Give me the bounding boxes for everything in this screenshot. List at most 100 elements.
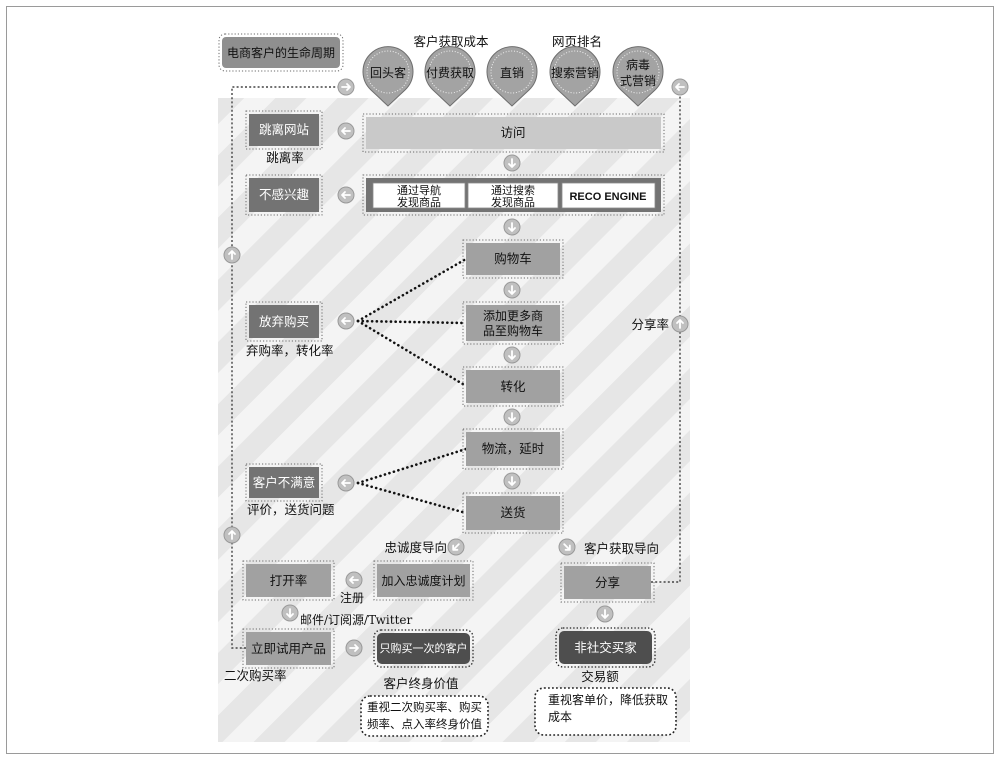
arrow-down-icon bbox=[503, 472, 521, 490]
logistics-step: 物流，延时 bbox=[462, 428, 564, 470]
cart-label: 购物车 bbox=[494, 251, 532, 266]
channel-label: 付费获取 bbox=[426, 66, 474, 80]
add-more-step: 添加更多商 品至购物车 bbox=[462, 301, 564, 345]
channel-label: 搜索营销 bbox=[551, 65, 599, 80]
join-loyalty-label: 加入忠诚度计划 bbox=[381, 573, 465, 588]
loyalty-focus-note: 重视二次购买率、购买 频率、点入率终身价值 bbox=[360, 695, 489, 737]
arrow-left-icon bbox=[345, 571, 363, 589]
one-time-customer-box: 只购买一次的客户 bbox=[373, 629, 474, 668]
arrow-up-icon bbox=[223, 246, 241, 264]
dissatisfied-connectors bbox=[356, 447, 468, 515]
bounce-box: 跳离网站 bbox=[245, 110, 323, 150]
arrow-down-icon bbox=[503, 346, 521, 364]
arrow-up-icon bbox=[671, 315, 689, 333]
abandon-label: 放弃购买 bbox=[259, 314, 309, 329]
arrow-right-icon bbox=[337, 78, 355, 96]
diagram-title-tag: 电商客户的生命周期 bbox=[218, 33, 344, 72]
loyalty-focus-line-1: 重视二次购买率、购买 bbox=[367, 700, 482, 714]
share-loop-line bbox=[651, 95, 681, 583]
bounce-rate-label: 跳离率 bbox=[266, 150, 304, 165]
share-rate-label: 分享率 bbox=[631, 317, 669, 332]
acquisition-focus-line-1: 重视客单价，降低获取 bbox=[548, 692, 668, 707]
try-product-box: 立即试用产品 bbox=[242, 628, 335, 669]
share-box: 分享 bbox=[560, 562, 655, 603]
conversion-step: 转化 bbox=[462, 366, 564, 407]
cart-step: 购物车 bbox=[462, 239, 564, 279]
channel-pin-search: 搜索营销 bbox=[549, 46, 601, 107]
arrow-down-left-icon bbox=[447, 538, 465, 556]
uninterested-label: 不感兴趣 bbox=[259, 187, 310, 202]
channel-pin-direct: 直销 bbox=[486, 46, 538, 107]
arrow-up-icon bbox=[223, 526, 241, 544]
arrow-down-icon bbox=[503, 408, 521, 426]
loyalty-focus-line-2: 频率、点入率终身价值 bbox=[367, 717, 482, 731]
channel-pin-viral: 病毒 式营销 bbox=[612, 46, 664, 107]
register-label: 注册 bbox=[340, 590, 364, 605]
dissatisfied-box: 客户不满意 bbox=[245, 463, 323, 502]
discovery-search-box bbox=[467, 182, 559, 209]
loyalty-heading: 忠诚度导向 bbox=[384, 540, 447, 555]
arrow-down-icon bbox=[596, 605, 614, 623]
open-rate-label: 打开率 bbox=[270, 573, 308, 588]
page-rank-label: 网页排名 bbox=[552, 34, 602, 49]
arrow-down-icon bbox=[503, 281, 521, 299]
delivery-label: 送货 bbox=[500, 505, 525, 520]
non-social-buyer-label: 非社交买家 bbox=[574, 640, 637, 655]
discovery-bar: 通过导航 发现商品 通过搜索 发现商品 RECO ENGINE bbox=[362, 174, 665, 216]
channel-pin-paid: 付费获取 bbox=[424, 46, 476, 107]
reco-engine-label: RECO ENGINE bbox=[569, 191, 646, 203]
arrow-down-icon bbox=[281, 604, 299, 622]
arrow-left-icon bbox=[337, 122, 355, 140]
abandon-rate-label: 弃购率，转化率 bbox=[246, 343, 334, 358]
repeat-customer-loop-line bbox=[231, 86, 338, 649]
acquisition-focus-note: 重视客单价，降低获取 成本 bbox=[534, 687, 677, 736]
discovery-nav-line-1: 通过导航 bbox=[397, 183, 441, 197]
discovery-nav-box bbox=[372, 182, 466, 209]
bounce-label: 跳离网站 bbox=[259, 122, 309, 137]
arrow-left-icon bbox=[337, 474, 355, 492]
visit-label: 访问 bbox=[500, 125, 525, 140]
uninterested-box: 不感兴趣 bbox=[245, 174, 323, 216]
abandon-box: 放弃购买 bbox=[245, 301, 323, 342]
add-more-line-2: 品至购物车 bbox=[483, 323, 543, 338]
channel-label: 直销 bbox=[500, 66, 524, 80]
try-product-label: 立即试用产品 bbox=[251, 641, 326, 656]
arrow-down-icon bbox=[503, 154, 521, 172]
arrow-left-icon bbox=[671, 78, 689, 96]
acquisition-focus-line-2: 成本 bbox=[548, 710, 572, 724]
join-loyalty-box: 加入忠诚度计划 bbox=[373, 560, 474, 601]
channel-label-line-2: 式营销 bbox=[620, 74, 656, 88]
abandon-connectors bbox=[356, 257, 468, 388]
arrow-right-icon bbox=[345, 639, 363, 657]
lifetime-value-label: 客户终身价值 bbox=[383, 676, 458, 691]
acquisition-heading: 客户获取导向 bbox=[584, 541, 659, 556]
non-social-buyer-box: 非社交买家 bbox=[555, 627, 656, 668]
channel-label: 回头客 bbox=[370, 65, 406, 80]
add-more-line-1: 添加更多商 bbox=[483, 308, 543, 323]
diagram-title: 电商客户的生命周期 bbox=[227, 45, 335, 60]
dissatisfied-label: 客户不满意 bbox=[253, 475, 316, 490]
acquisition-cost-label: 客户获取成本 bbox=[413, 34, 489, 49]
share-label: 分享 bbox=[595, 575, 620, 590]
arrow-down-right-icon bbox=[558, 538, 576, 556]
delivery-step: 送货 bbox=[462, 492, 564, 534]
repurchase-rate-label: 二次购买率 bbox=[224, 668, 287, 683]
conversion-label: 转化 bbox=[500, 379, 526, 394]
dissatisfied-metric-label: 评价，送货问题 bbox=[247, 502, 335, 517]
arrow-left-icon bbox=[337, 312, 355, 330]
arrow-left-icon bbox=[337, 186, 355, 204]
discovery-search-line-2: 发现商品 bbox=[491, 195, 535, 209]
channel-pin-returning: 回头客 bbox=[362, 46, 414, 107]
logistics-label: 物流，延时 bbox=[482, 441, 545, 456]
discovery-nav-line-2: 发现商品 bbox=[397, 195, 441, 209]
discovery-search-line-1: 通过搜索 bbox=[491, 183, 535, 197]
visit-bar: 访问 bbox=[362, 113, 665, 153]
channel-label-line-1: 病毒 bbox=[626, 57, 650, 72]
arrow-down-icon bbox=[503, 218, 521, 236]
open-rate-box: 打开率 bbox=[242, 560, 335, 601]
transaction-volume-label: 交易额 bbox=[581, 669, 619, 684]
one-time-customer-label: 只购买一次的客户 bbox=[380, 641, 468, 655]
email-channels-label: 邮件/订阅源/Twitter bbox=[300, 613, 413, 627]
reco-engine-box bbox=[561, 182, 656, 209]
